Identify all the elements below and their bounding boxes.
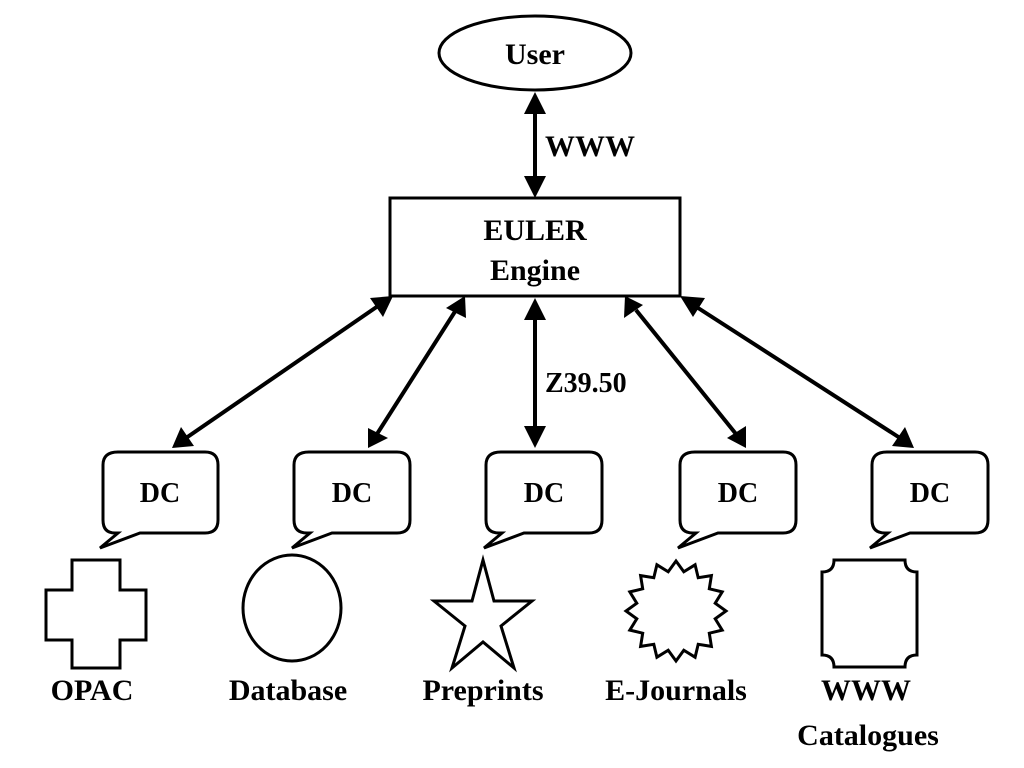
user-engine-arrow: WWW <box>524 92 635 198</box>
starburst-icon <box>623 558 729 664</box>
z3950-protocol-label: Z39.50 <box>545 368 627 399</box>
dc-connector-5: DC <box>869 450 990 550</box>
dc-connector-1: DC <box>99 450 220 550</box>
source-www-catalogues: WWW Catalogues <box>797 558 939 752</box>
dc-connector-4: DC <box>677 450 798 550</box>
dc-connector-3: DC <box>483 450 604 550</box>
euler-engine-node: EULER Engine <box>388 196 682 298</box>
dc-label: DC <box>332 478 372 509</box>
circle-icon <box>241 553 343 663</box>
source-ejournals: E-Journals <box>605 558 747 707</box>
user-node: User <box>437 14 633 92</box>
dc-label: DC <box>140 478 180 509</box>
user-label: User <box>505 38 565 71</box>
dc-connector-2: DC <box>291 450 412 550</box>
source-label: WWW <box>821 674 911 707</box>
source-label: Database <box>229 674 347 707</box>
source-label-line2: Catalogues <box>797 719 939 752</box>
notched-rectangle-icon <box>820 558 919 669</box>
source-preprints: Preprints <box>422 554 544 707</box>
dc-label: DC <box>718 478 758 509</box>
engine-subtitle: Engine <box>490 254 580 287</box>
star-icon <box>429 554 537 673</box>
dc-label: DC <box>910 478 950 509</box>
engine-box <box>388 196 682 298</box>
source-label: E-Journals <box>605 674 747 707</box>
source-database: Database <box>229 553 347 707</box>
user-ellipse <box>437 14 633 92</box>
dc-label: DC <box>524 478 564 509</box>
www-link-label: WWW <box>545 130 635 163</box>
source-opac: OPAC <box>44 558 148 707</box>
source-label: Preprints <box>422 674 543 707</box>
engine-dc-arrows: Z39.50 <box>172 296 914 448</box>
source-label: OPAC <box>51 674 134 707</box>
engine-title: EULER <box>483 214 587 247</box>
cross-icon <box>44 558 148 670</box>
